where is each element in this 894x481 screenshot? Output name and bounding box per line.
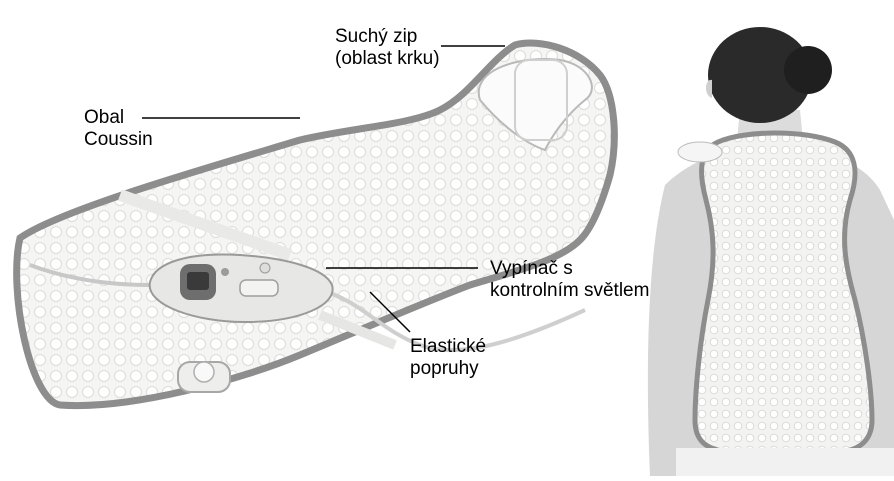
label-popruhy-line1: Elastické <box>410 336 486 358</box>
label-suchy-zip-line1: Suchý zip <box>335 26 440 48</box>
label-vypinac-line2: kontrolním světlem <box>490 280 649 302</box>
back-pad <box>695 133 872 452</box>
pilot-light <box>221 268 229 276</box>
power-button <box>260 263 270 273</box>
label-obal-line2: Coussin <box>84 129 153 151</box>
label-vypinac: Vypínač s kontrolním světlem <box>490 258 649 302</box>
display-window <box>187 272 209 290</box>
connector-knob <box>194 362 214 382</box>
label-obal-line1: Obal <box>84 107 153 129</box>
label-obal: Obal Coussin <box>84 107 153 151</box>
label-popruhy-line2: popruhy <box>410 358 486 380</box>
towel <box>676 448 894 476</box>
hair-bun <box>784 46 832 94</box>
label-suchy-zip-line2: (oblast krku) <box>335 48 440 70</box>
model-ear <box>706 80 712 98</box>
label-popruhy: Elastické popruhy <box>410 336 486 380</box>
heating-pad <box>17 43 615 406</box>
label-suchy-zip: Suchý zip (oblast krku) <box>335 26 440 70</box>
slider-switch <box>240 280 278 296</box>
model-figure <box>648 27 894 476</box>
label-vypinac-line1: Vypínač s <box>490 258 649 280</box>
strap-loop <box>678 142 722 162</box>
